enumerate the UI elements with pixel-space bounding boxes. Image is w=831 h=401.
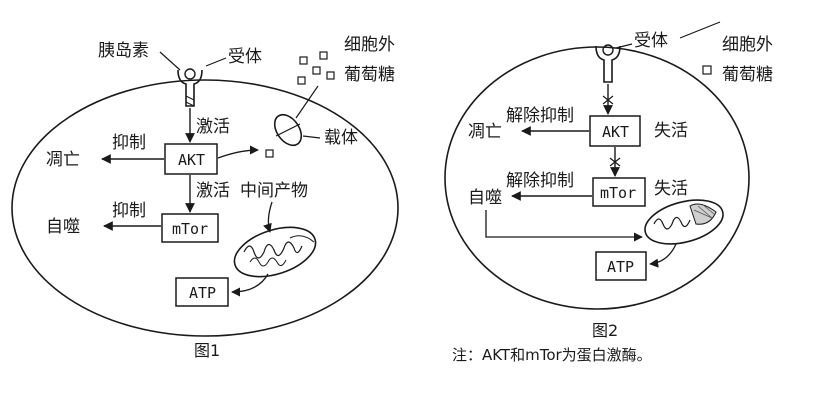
cell-membrane-1 <box>11 79 399 337</box>
atp-text-2: ATP <box>607 258 634 276</box>
cell-membrane-2 <box>444 46 750 310</box>
receptor-label: 受体 <box>228 47 262 67</box>
apoptosis-label-2: 凋亡 <box>468 122 502 142</box>
glucose-label: 葡萄糖 <box>344 65 395 85</box>
glucose-label-2: 葡萄糖 <box>722 65 773 85</box>
autophagy-label-1: 自噬 <box>46 217 80 237</box>
glucose-square-2 <box>702 65 712 75</box>
release-label-2: 解除抑制 <box>506 171 574 191</box>
apoptosis-label-1: 凋亡 <box>46 150 80 170</box>
mitochondrion-icon-1 <box>233 226 317 278</box>
figure-1-caption: 图1 <box>194 341 220 360</box>
inactive-label-2: 失活 <box>654 179 688 199</box>
inactive-label-1: 失活 <box>654 121 688 141</box>
carrier-icon <box>273 113 303 147</box>
activate-label-1: 激活 <box>196 117 230 137</box>
atp-box-1 <box>175 277 229 307</box>
atp-text-1: ATP <box>189 284 216 302</box>
figure-2: 受体 细胞外 葡萄糖 AKT 失活 解除抑制 凋亡 mTor 失活 解除抑制 自… <box>444 21 773 364</box>
akt-box-2 <box>589 115 641 147</box>
figure-1: 胰岛素 受体 细胞外 葡萄糖 载体 激活 <box>11 35 399 360</box>
glucose-squares <box>297 51 335 85</box>
receptor-icon <box>177 68 203 107</box>
release-label-1: 解除抑制 <box>506 106 574 126</box>
akt-box-1 <box>164 143 218 175</box>
inhibit-label-1: 抑制 <box>112 133 146 153</box>
mtor-text-1: mTor <box>172 220 208 238</box>
autophagy-label-2: 自噬 <box>468 188 502 208</box>
extracellular-label: 细胞外 <box>344 35 395 55</box>
carrier-label: 载体 <box>324 128 358 148</box>
inhibit-label-2: 抑制 <box>112 201 146 221</box>
intermediate-label: 中间产物 <box>240 181 308 201</box>
mtor-box-2 <box>592 177 646 207</box>
akt-text-1: AKT <box>178 151 205 169</box>
mtor-box-1 <box>161 213 219 243</box>
receptor-icon-2 <box>595 44 621 83</box>
note-text: 注：AKT和mTor为蛋白激酶。 <box>452 346 652 364</box>
figure-2-caption: 图2 <box>592 321 618 340</box>
atp-box-2 <box>595 251 647 281</box>
activate-label-2: 激活 <box>196 181 230 201</box>
akt-text-2: AKT <box>602 123 629 141</box>
extracellular-label-2: 细胞外 <box>722 35 773 55</box>
mtor-text-2: mTor <box>600 184 636 202</box>
receptor-label-2: 受体 <box>634 31 668 51</box>
mitochondrion-icon-2 <box>644 199 724 245</box>
insulin-label: 胰岛素 <box>98 41 149 61</box>
